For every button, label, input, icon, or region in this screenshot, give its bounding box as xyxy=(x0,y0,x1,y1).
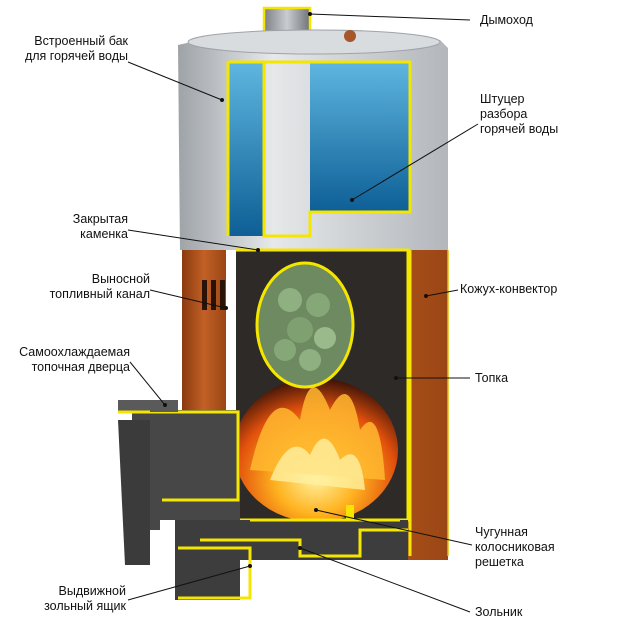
heater-stones xyxy=(255,261,355,389)
water-tank xyxy=(178,29,448,250)
label-door-line-1: Самоохлаждаемая xyxy=(19,345,130,359)
label-grate-line-2: колосниковая xyxy=(475,540,555,554)
label-ash-pit: Зольник xyxy=(475,605,522,620)
label-grate: Чугунная колосниковая решетка xyxy=(475,525,555,570)
label-fitting-line-1: Штуцер xyxy=(480,92,525,106)
convector-casing xyxy=(180,250,449,560)
label-ash-drawer-line-1: Выдвижной xyxy=(58,584,126,598)
label-chimney: Дымоход xyxy=(480,13,533,28)
leader-dots xyxy=(163,12,428,568)
leader-lines xyxy=(127,13,479,613)
label-fuel-channel-line-2: топливный канал xyxy=(49,287,150,301)
label-ash-drawer-line-2: зольный ящик xyxy=(44,599,126,613)
label-heater-line-2: каменка xyxy=(80,227,128,241)
label-firebox-text: Топка xyxy=(475,371,509,385)
label-grate-line-1: Чугунная xyxy=(475,525,528,539)
label-firebox: Топка xyxy=(475,371,508,386)
label-heater: Закрытая каменка xyxy=(10,212,128,242)
label-tank: Встроенный бак для горячей воды xyxy=(10,34,128,64)
label-ash-pit-text: Зольник xyxy=(475,605,523,619)
label-fuel-channel: Выносной топливный канал xyxy=(10,272,150,302)
label-door-line-2: топочная дверца xyxy=(31,360,130,374)
label-casing: Кожух-конвектор xyxy=(460,282,557,297)
fuel-channel xyxy=(118,400,240,565)
label-door: Самоохлаждаемая топочная дверца xyxy=(4,345,130,375)
label-fitting: Штуцер разбора горячей воды xyxy=(480,92,558,137)
label-tank-line-1: Встроенный бак xyxy=(34,34,128,48)
label-grate-line-3: решетка xyxy=(475,555,524,569)
label-fuel-channel-line-1: Выносной xyxy=(91,272,150,286)
label-casing-text: Кожух-конвектор xyxy=(460,282,558,296)
label-heater-line-1: Закрытая xyxy=(72,212,128,226)
label-fitting-line-3: горячей воды xyxy=(480,122,559,136)
label-fitting-line-2: разбора xyxy=(480,107,528,121)
label-chimney-text: Дымоход xyxy=(480,13,533,27)
label-ash-drawer: Выдвижной зольный ящик xyxy=(10,584,126,614)
label-tank-line-2: для горячей воды xyxy=(24,49,128,63)
ash-pit xyxy=(175,505,408,600)
